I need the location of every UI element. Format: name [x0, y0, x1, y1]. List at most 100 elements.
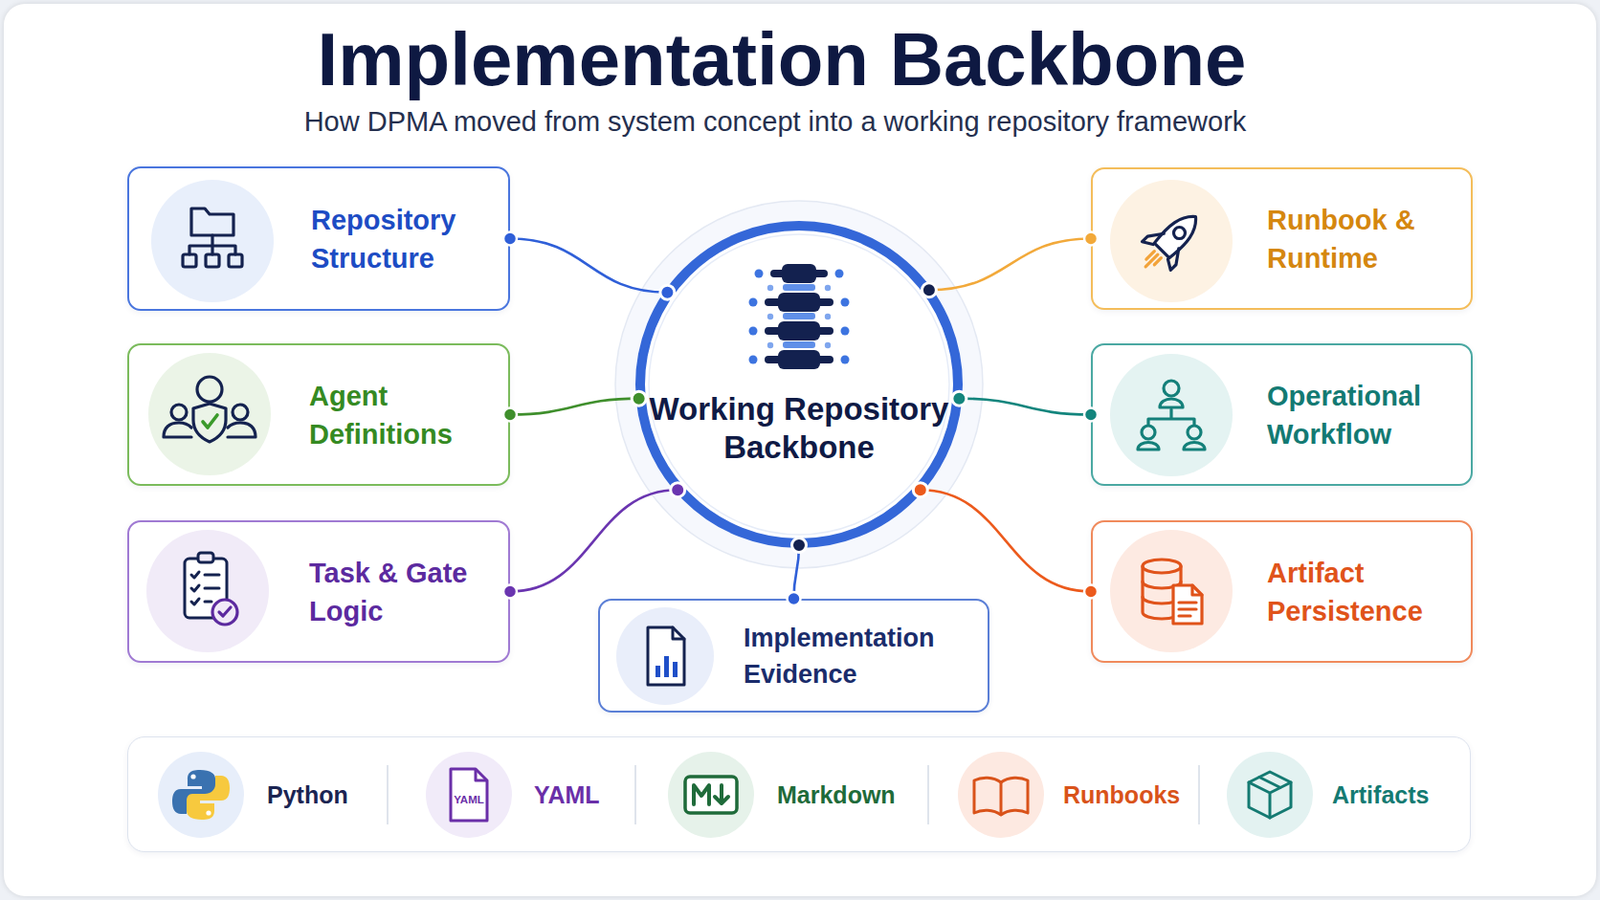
python-snake-blue — [172, 770, 216, 815]
component-box: Implementation Evidence — [598, 599, 990, 713]
check-mark — [202, 415, 218, 428]
check-mark — [219, 607, 231, 617]
nerve-dot — [749, 355, 758, 365]
hub-ring — [640, 225, 958, 544]
person-head — [1163, 380, 1179, 397]
document-shape — [647, 627, 685, 686]
file-shape — [450, 769, 488, 822]
chart-lines — [1148, 409, 1195, 425]
clipboard — [184, 558, 227, 619]
checklist-icon — [184, 553, 238, 625]
connector-dot — [660, 285, 675, 300]
icon-circle — [425, 752, 512, 839]
person-head — [232, 404, 248, 421]
markdown-frame — [685, 777, 737, 814]
person-body — [1137, 443, 1159, 451]
clipboard-clip — [198, 553, 214, 563]
connector-dot — [631, 391, 646, 406]
icon-circle — [1110, 530, 1233, 653]
check-mark — [191, 599, 200, 605]
component-box: Agent Definitions — [127, 343, 511, 487]
icon-circle — [157, 752, 245, 839]
connector-dot — [912, 483, 928, 498]
tech-label: Runbooks — [1063, 779, 1180, 811]
node-label: Repository Structure — [311, 200, 470, 278]
icon-circle — [148, 353, 271, 476]
nerve-dot — [841, 327, 850, 336]
markdown-m — [693, 785, 710, 805]
tree-leaf — [228, 254, 243, 267]
list-lines — [204, 575, 220, 602]
folder-tree-icon — [182, 208, 243, 267]
database-body — [1142, 566, 1181, 620]
nerve-dot — [824, 342, 831, 349]
icon-circle — [667, 752, 755, 839]
diagram-caption: How DPMA moved from system concept into … — [200, 103, 1350, 140]
technology-band: PythonYAMLMarkdownRunbooksArtifacts — [127, 736, 1471, 853]
connector-group — [952, 391, 1098, 422]
vertebra-body — [781, 264, 817, 284]
spine-disc — [782, 341, 816, 349]
nerve-dot — [824, 313, 831, 320]
connector-dot — [952, 391, 967, 406]
person-head — [197, 377, 223, 402]
report-icon — [647, 627, 685, 686]
python-logo — [172, 770, 230, 821]
component-box: Task & Gate Logic — [127, 520, 511, 664]
org-chart-icon — [1137, 380, 1205, 450]
connector-group — [912, 483, 1098, 600]
check-mark — [191, 585, 200, 592]
connector-dot — [1084, 232, 1098, 246]
nerve-dot — [841, 298, 850, 308]
node-label: Agent Definitions — [309, 377, 468, 454]
nerve-dot — [841, 355, 850, 365]
person-head — [1187, 425, 1201, 440]
check-circle — [212, 600, 238, 625]
person-body — [163, 422, 192, 438]
rocket-flames — [1142, 251, 1162, 271]
database-top — [1142, 559, 1181, 574]
connector-group — [921, 232, 1098, 298]
person-body — [1183, 443, 1205, 451]
chart-bar — [672, 662, 678, 678]
icon-circle — [1110, 179, 1233, 303]
connector-dot — [1084, 585, 1098, 600]
agents-icon — [163, 377, 256, 443]
icon-circle — [146, 530, 269, 653]
document-fold — [672, 627, 685, 640]
connector-group — [787, 538, 807, 607]
package-icon — [1248, 772, 1291, 819]
markdown-arrow — [714, 785, 729, 804]
connector-group — [503, 232, 675, 301]
connector-line — [510, 399, 640, 416]
node-label: Artifact Persistence — [1266, 554, 1426, 631]
connector-line — [510, 489, 678, 592]
book-icon — [974, 777, 1028, 816]
tech-label: Python — [266, 779, 349, 811]
icon-circle — [1226, 752, 1313, 839]
connector-dot — [503, 408, 517, 423]
diagram-title: Implementation Backbone — [207, 15, 1356, 104]
separator-line — [634, 765, 637, 825]
check-mark — [191, 572, 200, 578]
component-box: Operational Workflow — [1090, 343, 1473, 487]
person-head — [171, 404, 187, 421]
node-label: Runbook & Runtime — [1266, 200, 1426, 278]
connector-dot — [787, 592, 801, 606]
vertebra-body — [777, 292, 821, 312]
person-body — [1159, 399, 1183, 408]
shield-shape — [193, 403, 226, 443]
nerve-dot — [767, 342, 774, 349]
nerve-dot — [755, 269, 764, 279]
node-label: Task & Gate Logic — [309, 554, 468, 631]
person-body — [227, 422, 256, 438]
icon-circle — [151, 179, 274, 303]
connector-dot — [921, 283, 936, 298]
node-label: Implementation Evidence — [743, 620, 964, 693]
package-outline — [1248, 772, 1291, 819]
nerve-dot — [749, 298, 758, 308]
python-snake-yellow — [186, 776, 230, 821]
connector-line — [794, 545, 800, 600]
tech-label: Markdown — [777, 779, 896, 811]
connector-dot — [503, 585, 517, 600]
